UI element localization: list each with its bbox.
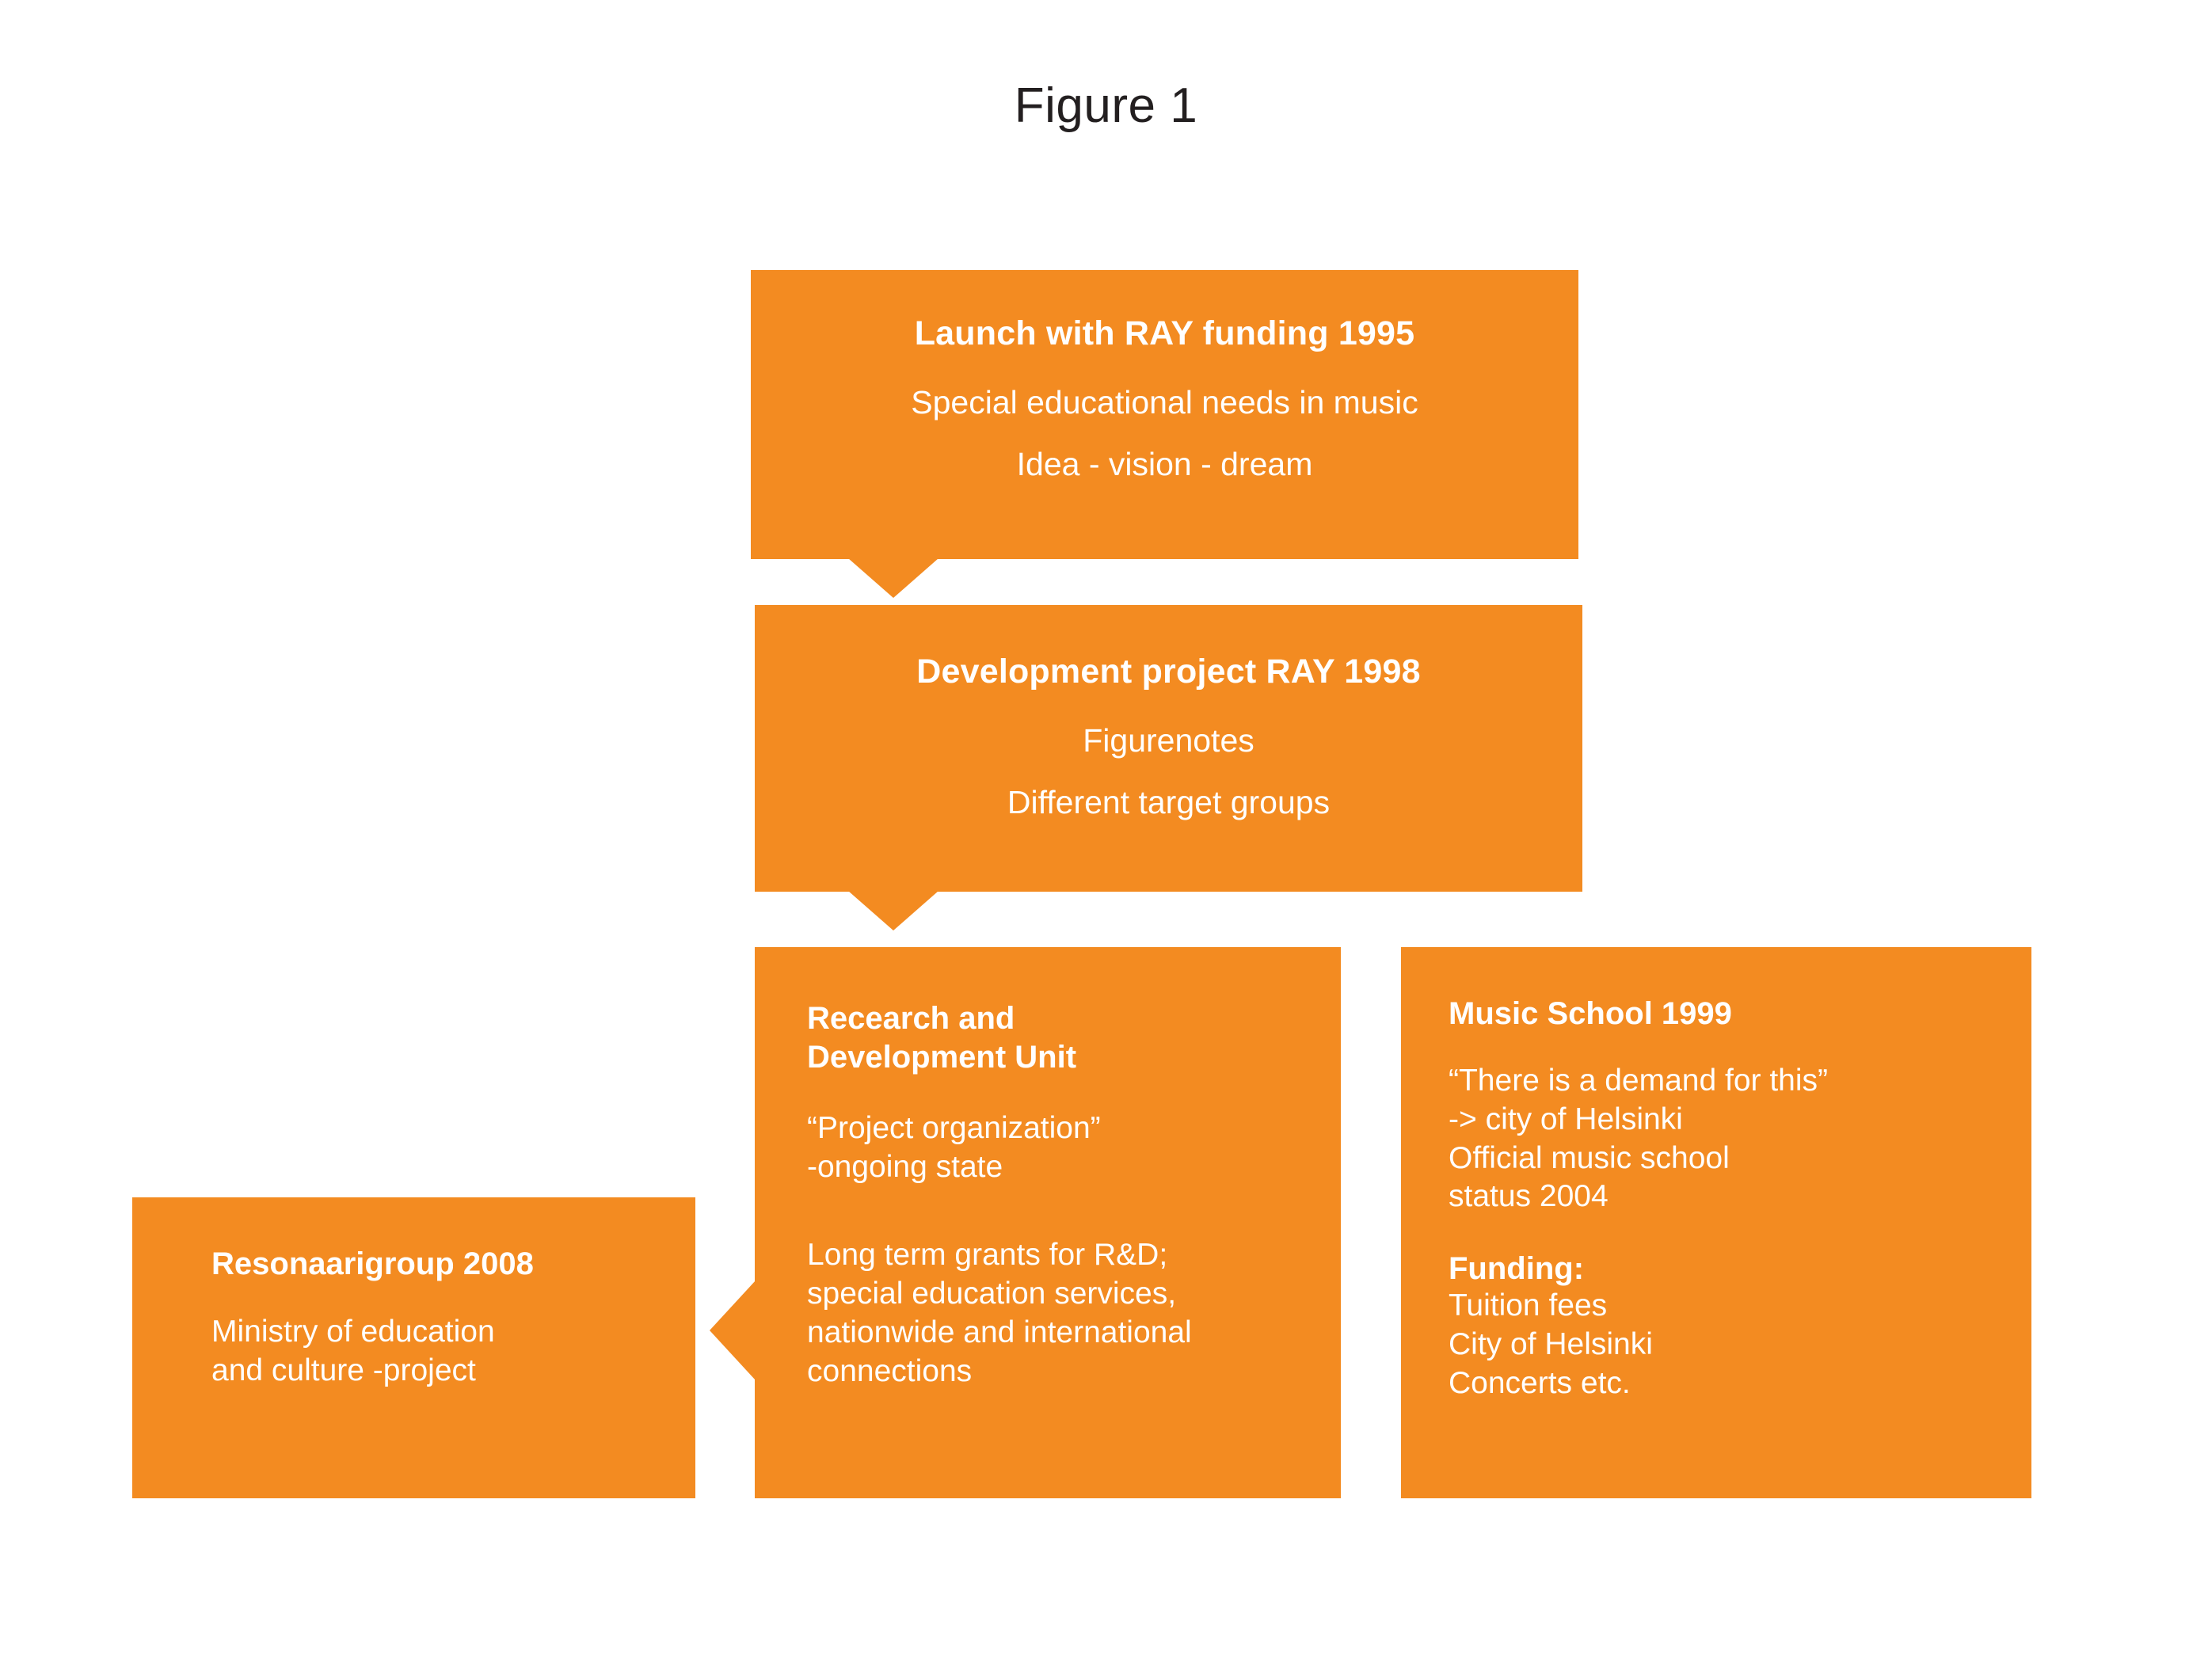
- node-rdunit-title-line-1: Recearch and: [807, 1001, 1015, 1036]
- node-launch-with-ray-funding: Launch with RAY funding 1995 Special edu…: [751, 270, 1578, 559]
- node-resonaarigroup-paragraph: Ministry of education and culture -proje…: [211, 1312, 664, 1390]
- node-music-school-funding-item-3: Concerts etc.: [1449, 1365, 1631, 1400]
- node-resonaarigroup-line-1: Ministry of education: [211, 1315, 495, 1349]
- node-music-school-funding-label: Funding:: [1449, 1251, 1585, 1286]
- node-music-school: Music School 1999 “There is a demand for…: [1401, 947, 2031, 1498]
- node-development-line-1: Figurenotes: [1083, 722, 1254, 759]
- node-rdunit-p1-line-2: -ongoing state: [807, 1149, 1003, 1184]
- node-music-school-funding-item-2: City of Helsinki: [1449, 1326, 1653, 1361]
- node-development-title: Development project RAY 1998: [916, 653, 1421, 691]
- node-rdunit-spacer: [807, 1186, 1309, 1235]
- node-resonaarigroup-line-2: and culture -project: [211, 1353, 476, 1388]
- node-music-school-line-3: Official music school: [1449, 1140, 1730, 1175]
- node-music-school-funding-list: Tuition fees City of Helsinki Concerts e…: [1449, 1287, 2000, 1402]
- node-music-school-title: Music School 1999: [1449, 996, 1732, 1031]
- node-development-line-2: Different target groups: [1007, 784, 1331, 821]
- node-rdunit-p2-line-4: connections: [807, 1354, 973, 1389]
- node-rdunit-paragraph-1: “Project organization” -ongoing state: [807, 1109, 1309, 1186]
- node-resonaarigroup: Resonaarigroup 2008 Ministry of educatio…: [132, 1197, 695, 1498]
- node-rdunit-p1-line-1: “Project organization”: [807, 1110, 1101, 1145]
- node-music-school-line-4: status 2004: [1449, 1179, 1609, 1214]
- node-rdunit-p2-line-3: nationwide and international: [807, 1315, 1192, 1350]
- node-rdunit-title: Recearch and Development Unit: [807, 999, 1309, 1077]
- node-music-school-line-2: -> city of Helsinki: [1449, 1102, 1683, 1136]
- node-music-school-paragraph: “There is a demand for this” -> city of …: [1449, 1062, 2000, 1216]
- node-development-project-ray: Development project RAY 1998 Figurenotes…: [755, 605, 1582, 892]
- node-resonaarigroup-title: Resonaarigroup 2008: [211, 1246, 534, 1281]
- node-rdunit-p2-line-2: special education services,: [807, 1276, 1177, 1311]
- node-music-school-line-1: “There is a demand for this”: [1449, 1064, 1829, 1098]
- node-rdunit-title-line-2: Development Unit: [807, 1039, 1077, 1075]
- node-research-and-development-unit: Recearch and Development Unit “Project o…: [755, 947, 1341, 1498]
- node-launch-title: Launch with RAY funding 1995: [914, 314, 1415, 352]
- node-rdunit-p2-line-1: Long term grants for R&D;: [807, 1237, 1168, 1272]
- node-launch-line-1: Special educational needs in music: [911, 384, 1418, 421]
- node-music-school-funding-item-1: Tuition fees: [1449, 1288, 1608, 1322]
- node-launch-line-2: Idea - vision - dream: [1016, 446, 1313, 483]
- figure-title: Figure 1: [1014, 78, 1198, 133]
- arrow-down-icon-launch-to-development: [848, 558, 938, 598]
- node-rdunit-paragraph-2: Long term grants for R&D; special educat…: [807, 1235, 1309, 1391]
- arrow-down-icon-development-to-rdunit: [848, 891, 938, 930]
- arrow-left-icon-rdunit-to-resonaarigroup: [710, 1281, 756, 1380]
